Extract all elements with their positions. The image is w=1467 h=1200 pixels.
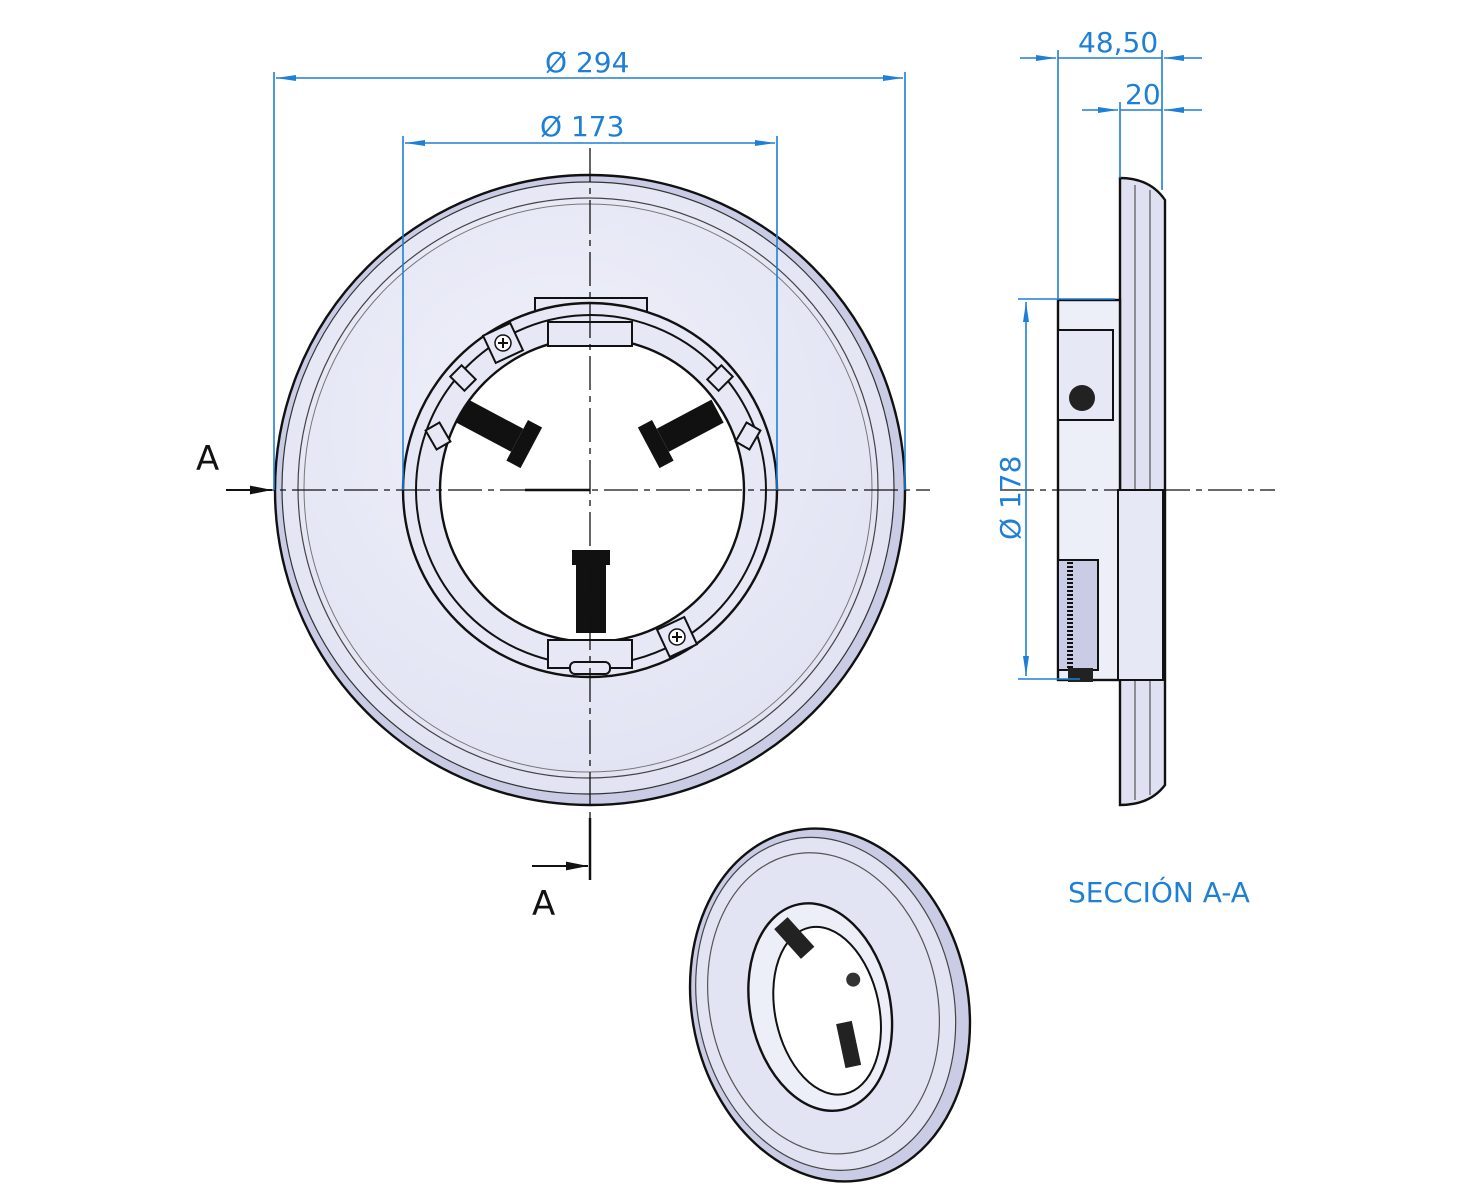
dimension-plate-depth: 20: [1082, 78, 1202, 178]
dimension-total-depth: 48,50: [1020, 26, 1202, 300]
phillips-screw-icon: [655, 615, 699, 659]
svg-text:A: A: [196, 439, 219, 479]
svg-text:20: 20: [1125, 78, 1161, 111]
section-marker-left: A: [196, 439, 272, 495]
svg-text:Ø 178: Ø 178: [994, 456, 1027, 540]
dimension-outer-diameter: Ø 294: [273, 46, 906, 490]
front-view: [240, 148, 930, 820]
svg-text:Ø 294: Ø 294: [545, 46, 629, 79]
isometric-view: [688, 827, 972, 1183]
dimension-inner-diameter: Ø 173: [402, 110, 778, 490]
bolt-icon: [456, 399, 543, 469]
svg-text:Ø 173: Ø 173: [540, 110, 624, 143]
svg-text:A: A: [532, 884, 555, 924]
bolt-icon: [572, 550, 610, 633]
phillips-screw-icon: [481, 321, 525, 365]
section-marker-bottom: A: [532, 818, 592, 924]
svg-text:48,50: 48,50: [1078, 26, 1158, 59]
bolt-icon: [637, 399, 724, 469]
dimension-body-diameter: Ø 178: [994, 298, 1115, 680]
section-title: SECCIÓN A-A: [1068, 875, 1250, 909]
section-view: [1000, 176, 1275, 807]
